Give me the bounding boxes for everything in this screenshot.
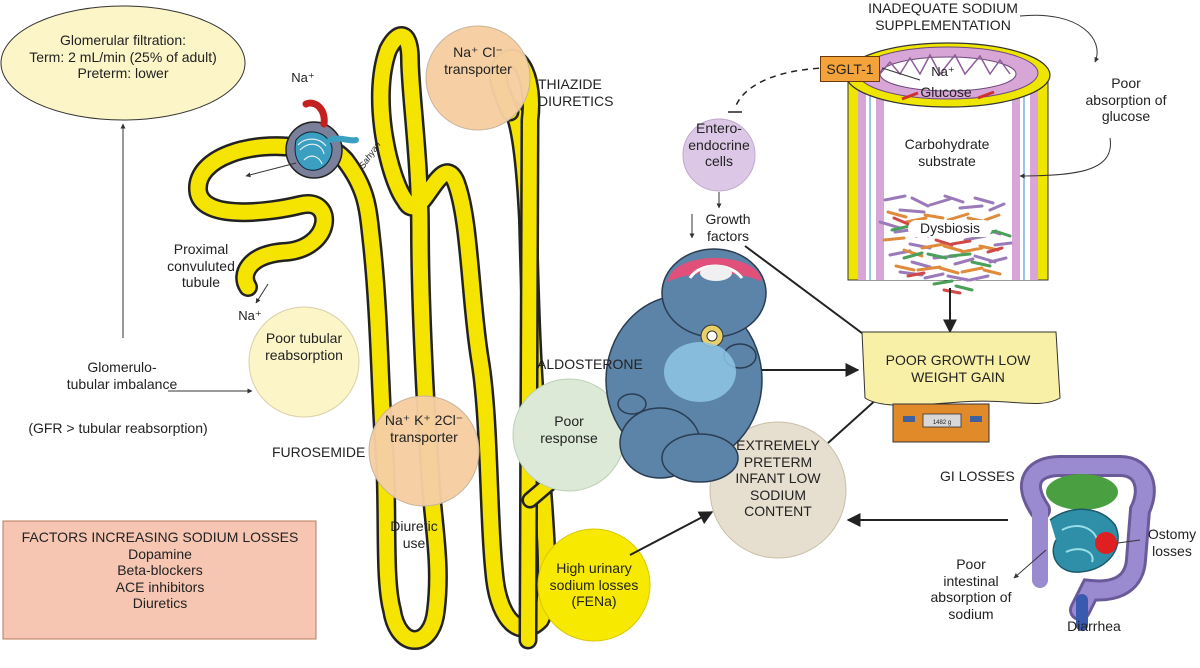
gi-losses-label: GI LOSSES: [940, 468, 1015, 484]
factor-item: Diuretics: [132, 595, 188, 612]
thiazide-circle-text: Na⁺ Cl⁻ transporter: [444, 44, 512, 77]
arrow-ostomy: [1117, 539, 1141, 544]
poor-tubular-text: Poor tubular reabsorption: [265, 330, 343, 363]
infant-illustration: [605, 248, 767, 483]
gfr-term: Term: 2 mL/min (25% of adult): [29, 48, 217, 65]
na-top-label: Na⁺: [291, 70, 315, 85]
arrow-urinary-to-center: [629, 511, 714, 556]
arrow-glomerulus-out: [245, 162, 297, 178]
growth-factors-text: Growth factors: [705, 211, 751, 244]
factors-box: [2, 520, 317, 640]
colon-illustration: [1020, 455, 1156, 631]
na-low-label: Na⁺: [238, 308, 262, 323]
scale-readout: 1482 g: [933, 420, 951, 426]
arrow-colon-to-intestinal: [1013, 549, 1047, 579]
urinary-text: High urinary sodium losses (FENa): [549, 560, 639, 610]
diarrhea-label: Diarrhea: [1067, 618, 1121, 634]
nkcc-circle: [368, 395, 480, 507]
growth-text: POOR GROWTH LOW WEIGHT GAIN: [885, 352, 1031, 385]
dashed-sglt-enteroendocrine: [734, 67, 831, 109]
ostomy-label: Ostomy losses: [1147, 526, 1197, 559]
thiazide-label: THIAZIDE DIURETICS: [538, 76, 614, 109]
factor-item: Beta-blockers: [117, 562, 203, 579]
glucose-label: Glucose: [920, 84, 972, 100]
furosemide-label: FUROSEMIDE: [272, 444, 366, 460]
poor-absorption-label: Poor absorption of glucose: [1085, 75, 1167, 125]
enteroendocrine-circle: [682, 118, 756, 192]
na-gut-label: Na⁺: [931, 64, 955, 79]
arrow-sglt-glucose: [881, 67, 921, 81]
imbalance-text: Glomerulo-tubular imbalance: [66, 359, 178, 392]
arrow-inadequate-to-poor: [1019, 14, 1100, 63]
gfr-ellipse: [0, 5, 246, 121]
growth-banner: [861, 331, 1061, 406]
dysbiosis-label: Dysbiosis: [908, 220, 992, 237]
gfr-text: Glomerular filtration: Term: 2 mL/min (2…: [6, 32, 240, 82]
scale-illustration: [892, 403, 990, 443]
factor-item: Dopamine: [128, 545, 192, 562]
pct-label: Proximal convuluted tubule: [167, 241, 235, 291]
center-text: EXTREMELY PRETERM INFANT LOW SODIUM CONT…: [735, 437, 821, 520]
inadequate-label: INADEQUATE SODIUM SUPPLEMENTATION: [868, 0, 1018, 33]
center-circle: [709, 421, 847, 559]
factor-item: ACE inhibitors: [115, 578, 205, 595]
nkcc-circle-text: Na⁺ K⁺ 2Cl⁻ transporter: [384, 412, 464, 445]
poor-intestinal-label: Poor intestinal absorption of sodium: [930, 556, 1012, 622]
enteroendocrine-text: Entero-endocrine cells: [688, 120, 750, 170]
glomerulus: [285, 99, 359, 179]
arrow-poor-to-carb: [1019, 137, 1111, 179]
sglt1-box: SGLT-1: [820, 56, 880, 82]
carb-label: Carbohydrate substrate: [904, 136, 990, 169]
intestine-illustration: [845, 42, 1051, 281]
diuretic-use-label: Diuretic use: [390, 518, 438, 551]
arrow-growthfactors-to-growth: [744, 245, 880, 346]
urinary-circle: [537, 528, 651, 642]
arrow-pct-na: [255, 283, 269, 304]
gfr-title: Glomerular filtration:: [59, 32, 187, 48]
poor-tubular-circle: [248, 306, 360, 418]
aldosterone-label: ALDOSTERONE: [537, 356, 643, 372]
imbalance-sub: (GFR > tubular reabsorption): [28, 420, 208, 436]
poor-response-text: Poor response: [540, 413, 598, 446]
gfr-preterm: Preterm: lower: [77, 65, 169, 82]
factors-text: FACTORS INCREASING SODIUM LOSSES Dopamin…: [8, 529, 312, 612]
factors-title: FACTORS INCREASING SODIUM LOSSES: [21, 529, 299, 545]
thiazide-circle: [425, 25, 531, 131]
